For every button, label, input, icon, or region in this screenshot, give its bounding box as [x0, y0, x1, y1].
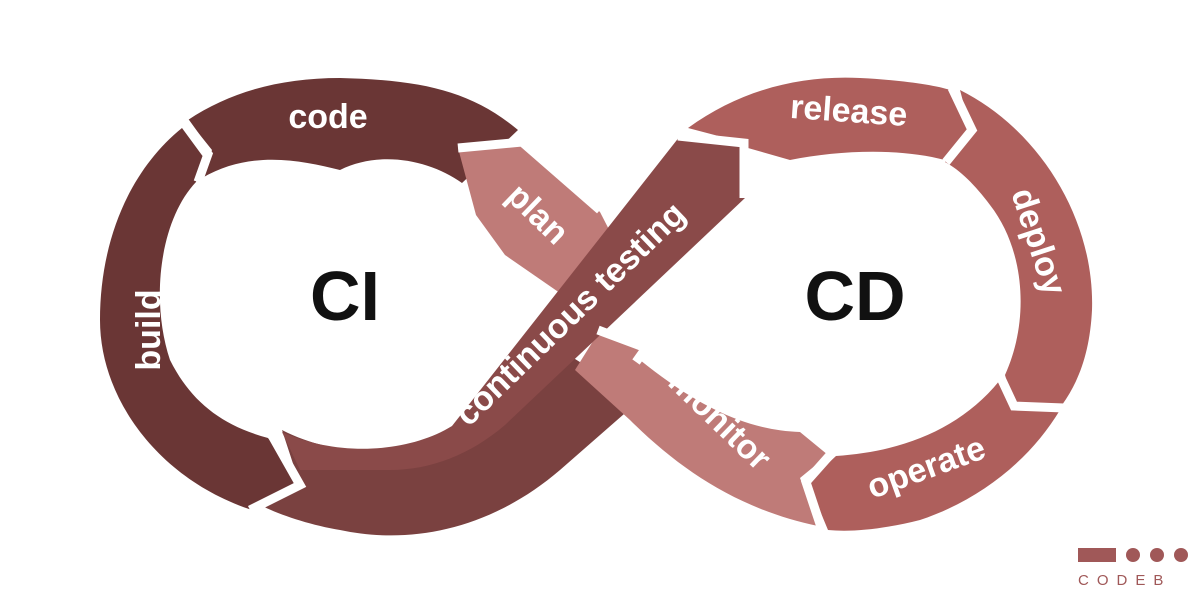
center-label-ci: CI [310, 257, 380, 335]
segment-operate [808, 380, 1060, 531]
logo-dot-icon [1174, 548, 1188, 562]
label-code: code [288, 98, 367, 136]
separators [181, 86, 1065, 532]
separator-build-bottom [247, 429, 307, 515]
separator-plan-top [457, 137, 603, 214]
separator-operate-monitor [800, 452, 834, 532]
label-release: release [789, 88, 909, 134]
label-build: build [130, 289, 168, 370]
logo-dot-icon [1150, 548, 1164, 562]
separator-monitor-left [596, 325, 654, 365]
logo-bar-icon [1078, 548, 1116, 562]
separator-code-build [181, 119, 214, 184]
separator-release-deploy [942, 86, 978, 165]
separator-testing-top [677, 131, 749, 198]
segment-continuous-testing [282, 136, 745, 470]
logo-text: CODEB [1078, 572, 1171, 589]
segment-build [100, 128, 308, 510]
separator-deploy-operate [995, 374, 1065, 413]
segment-monitor [575, 330, 828, 526]
segment-deploy [945, 90, 1093, 405]
logo-dot-icon [1126, 548, 1140, 562]
segment-release [688, 77, 970, 160]
codeb-logo: CODEB [1078, 548, 1188, 589]
segment-code [188, 78, 518, 183]
center-label-cd: CD [804, 257, 905, 335]
